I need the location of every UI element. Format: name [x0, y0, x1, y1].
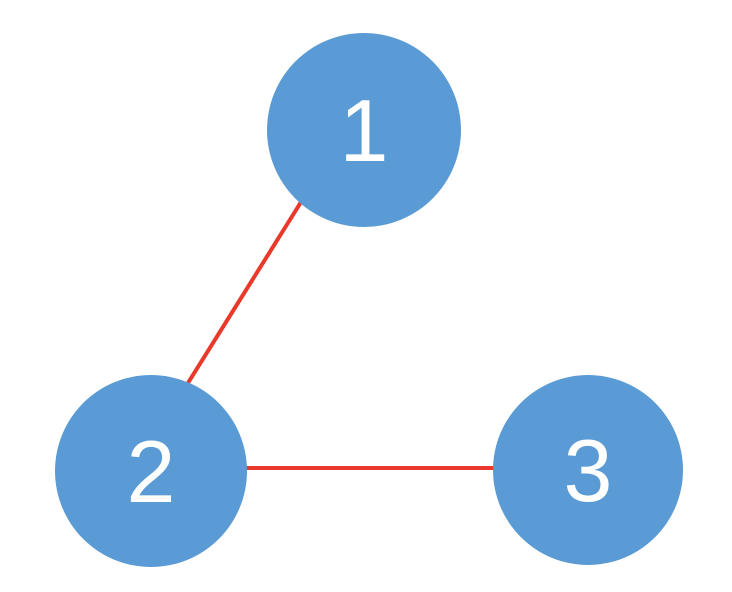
node-circle-2: [55, 375, 247, 567]
node-label-2: 2: [127, 422, 176, 521]
graph-node-2: 2: [55, 375, 247, 567]
node-circle-1: [267, 33, 461, 227]
node-circle-3: [493, 375, 683, 565]
graph-node-1: 1: [267, 33, 461, 227]
graph-node-3: 3: [493, 375, 683, 565]
node-label-3: 3: [564, 421, 613, 520]
node-label-1: 1: [340, 81, 389, 180]
